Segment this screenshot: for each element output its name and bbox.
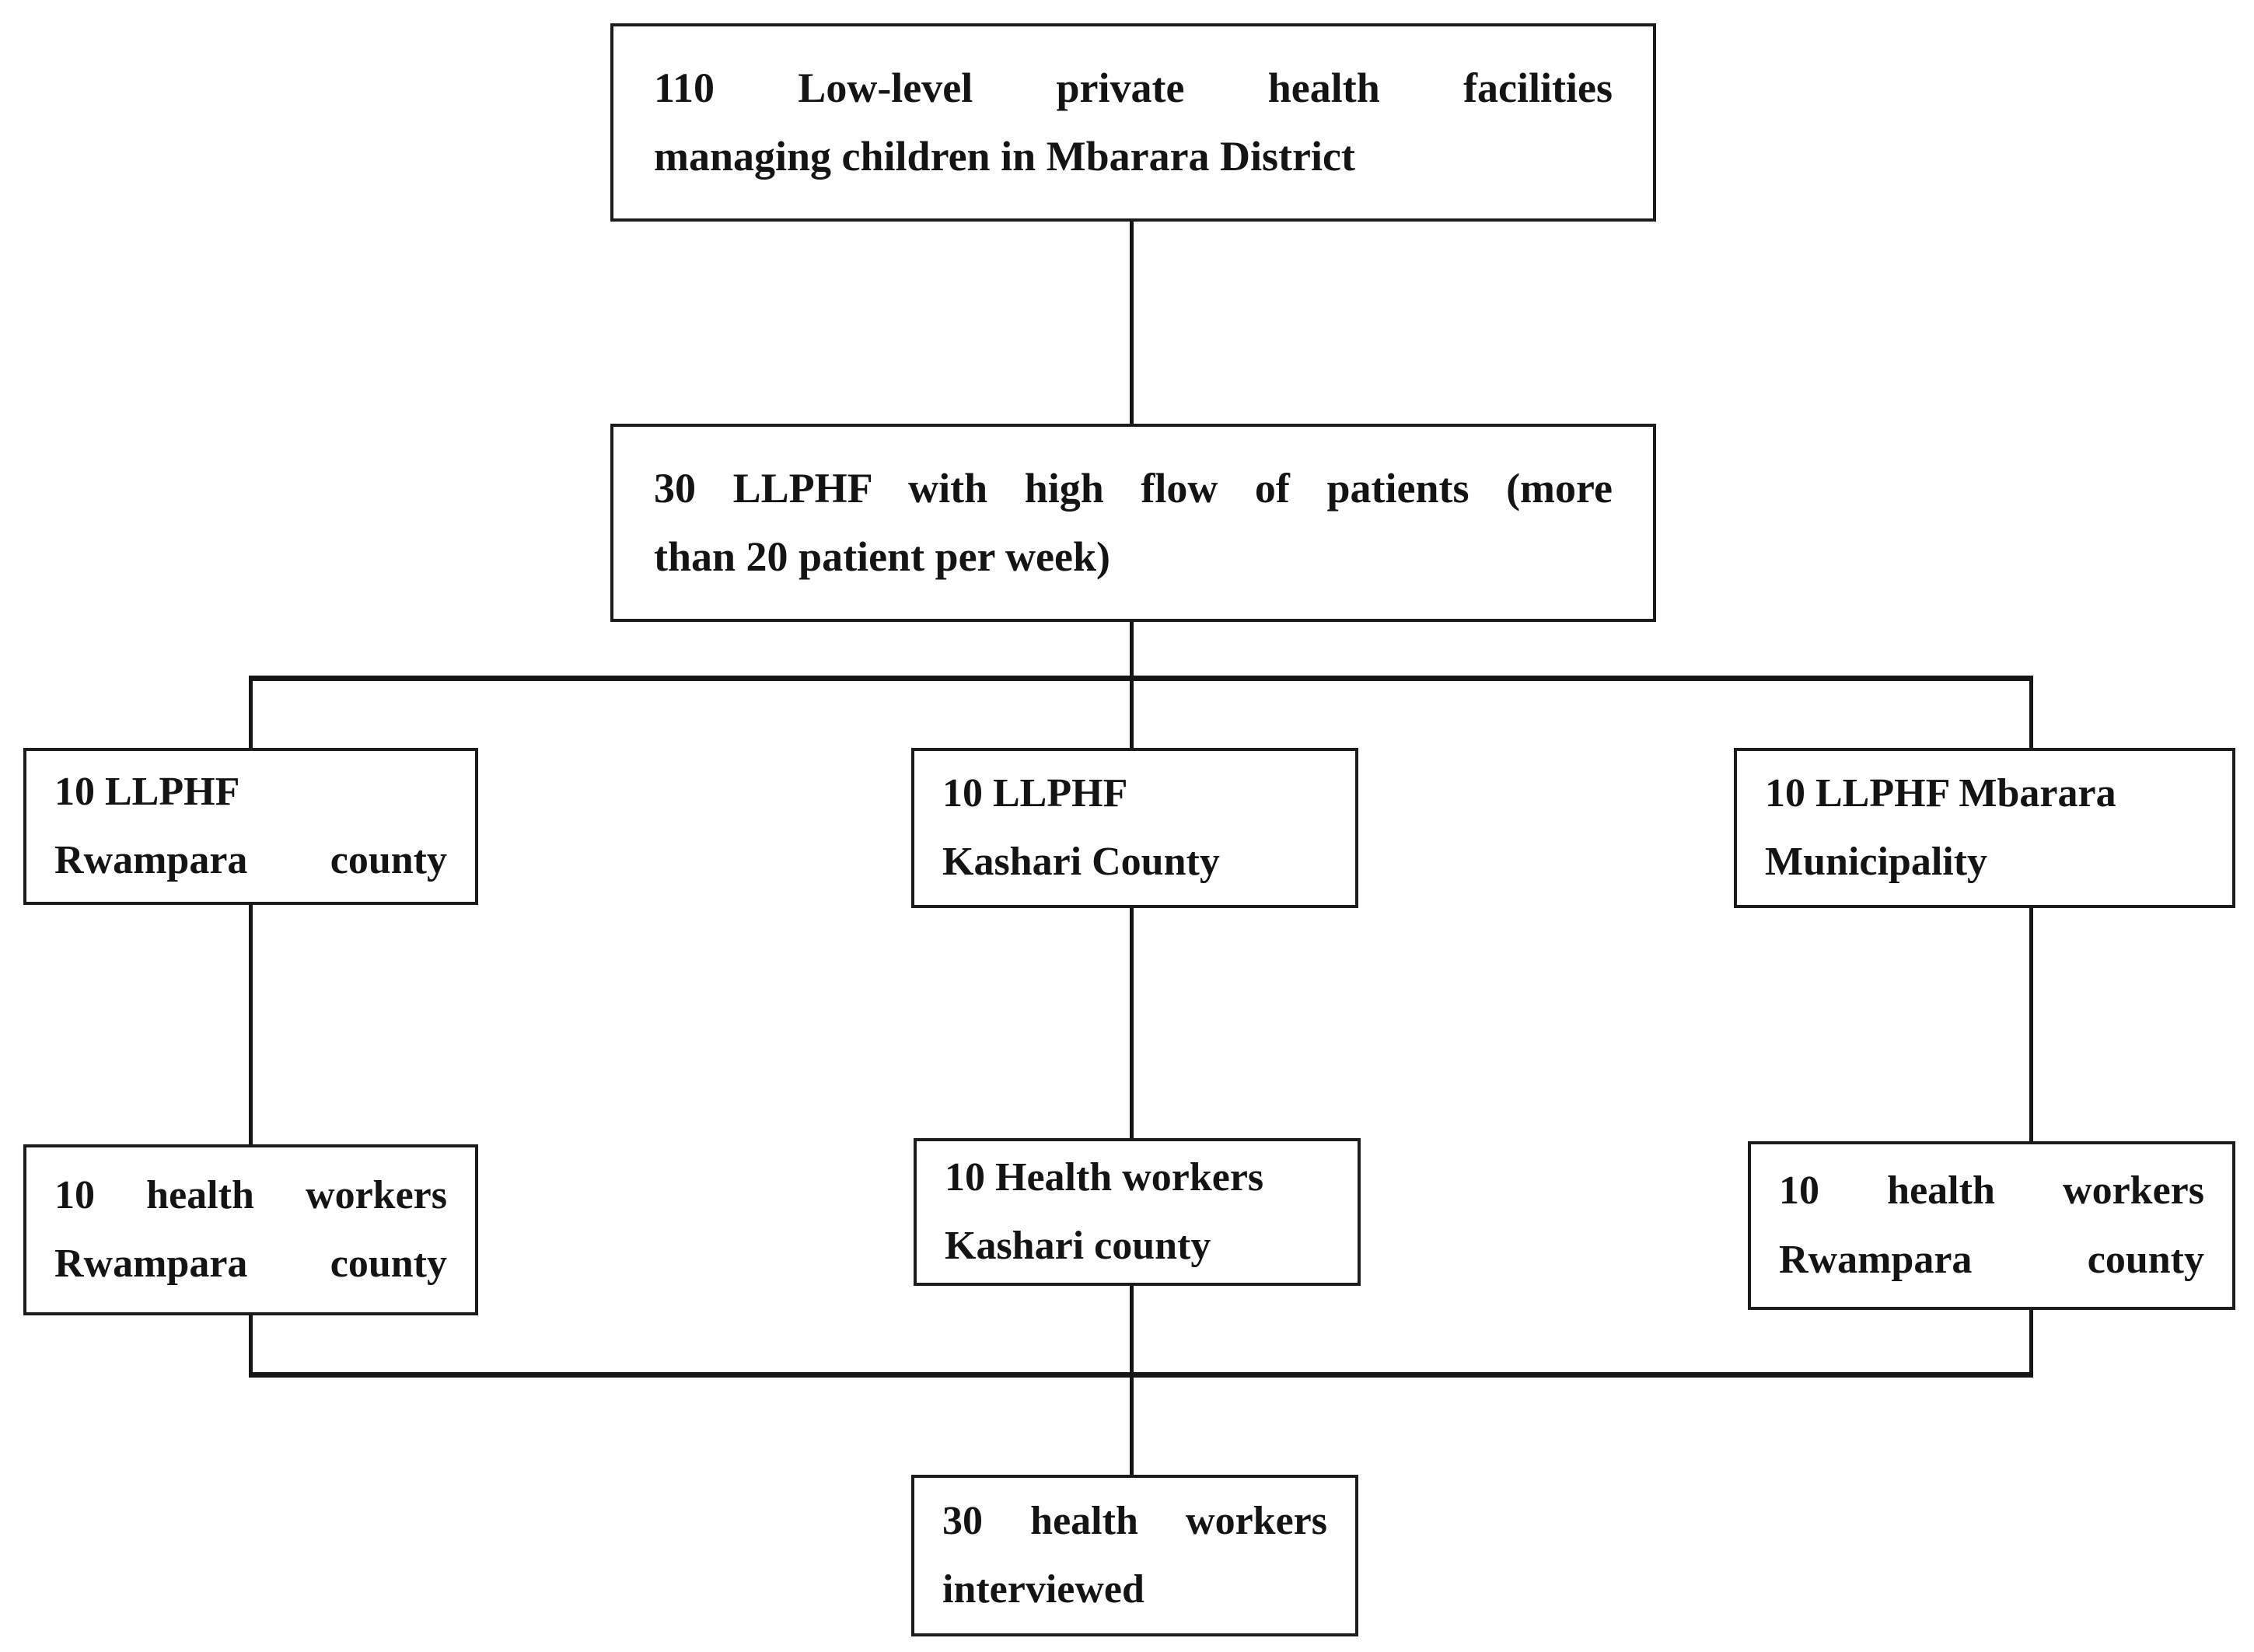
node-total-llphf: 110 Low-level private health facilities … — [610, 23, 1656, 222]
connector-merge-horizontal — [249, 1372, 2033, 1378]
connector-branch-to-municipality — [2029, 676, 2033, 753]
connector-merge-to-interviewed — [1130, 1372, 1134, 1478]
node-text-line: 10 Health workers — [945, 1154, 1264, 1200]
node-text-line: Rwampara county — [54, 838, 447, 882]
connector-branch-horizontal — [249, 676, 2033, 681]
node-text-line: 30 LLPHF with high flow of patients (mor… — [654, 465, 1613, 512]
node-text-line: 10 LLPHF — [942, 770, 1128, 816]
node-text-line: 10 LLPHF — [54, 769, 240, 814]
node-text-line: 110 Low-level private health facilities — [654, 65, 1613, 112]
node-text-line: 10 health workers — [54, 1172, 447, 1217]
connector-municipality-to-workers — [2029, 905, 2033, 1144]
node-llphf-rwampara: 10 LLPHF Rwampara county — [23, 748, 478, 905]
node-text-line: managing children in Mbarara District — [654, 132, 1355, 180]
node-llphf-kashari: 10 LLPHF Kashari County — [911, 748, 1358, 908]
node-hw-rwampara-left: 10 health workers Rwampara county — [23, 1144, 478, 1315]
node-text-line: Kashari County — [942, 840, 1220, 884]
node-text-line: interviewed — [942, 1567, 1144, 1612]
node-text-line: Rwampara county — [54, 1242, 447, 1286]
node-text-line: than 20 patient per week) — [654, 533, 1110, 580]
connector-rwampara-to-workers — [249, 902, 253, 1147]
node-text-line: 30 health workers — [942, 1498, 1327, 1543]
connector-workers-mid-to-merge — [1130, 1283, 1134, 1376]
node-highflow-llphf: 30 LLPHF with high flow of patients (mor… — [610, 424, 1656, 622]
connector-branch-to-kashari — [1130, 676, 1134, 751]
node-hw-rwampara-right: 10 health workers Rwampara county — [1748, 1141, 2235, 1310]
node-hw-kashari: 10 Health workers Kashari county — [914, 1138, 1361, 1286]
node-text-line: 10 LLPHF Mbarara — [1765, 770, 2116, 816]
connector-workers-right-to-merge — [2029, 1307, 2033, 1376]
node-llphf-mbarara: 10 LLPHF Mbarara Municipality — [1734, 748, 2235, 908]
node-text-line: Rwampara county — [1779, 1237, 2204, 1282]
connector-total-to-highflow — [1130, 220, 1134, 425]
node-text-line: Kashari county — [945, 1224, 1211, 1268]
node-text-line: 10 health workers — [1779, 1168, 2204, 1214]
connector-workers-left-to-merge — [249, 1312, 253, 1376]
node-text-line: Municipality — [1765, 840, 1988, 884]
connector-highflow-to-branch — [1130, 620, 1134, 679]
node-hw-interviewed: 30 health workers interviewed — [911, 1475, 1358, 1636]
connector-kashari-to-workers — [1130, 905, 1134, 1141]
connector-branch-to-rwampara — [249, 676, 253, 751]
